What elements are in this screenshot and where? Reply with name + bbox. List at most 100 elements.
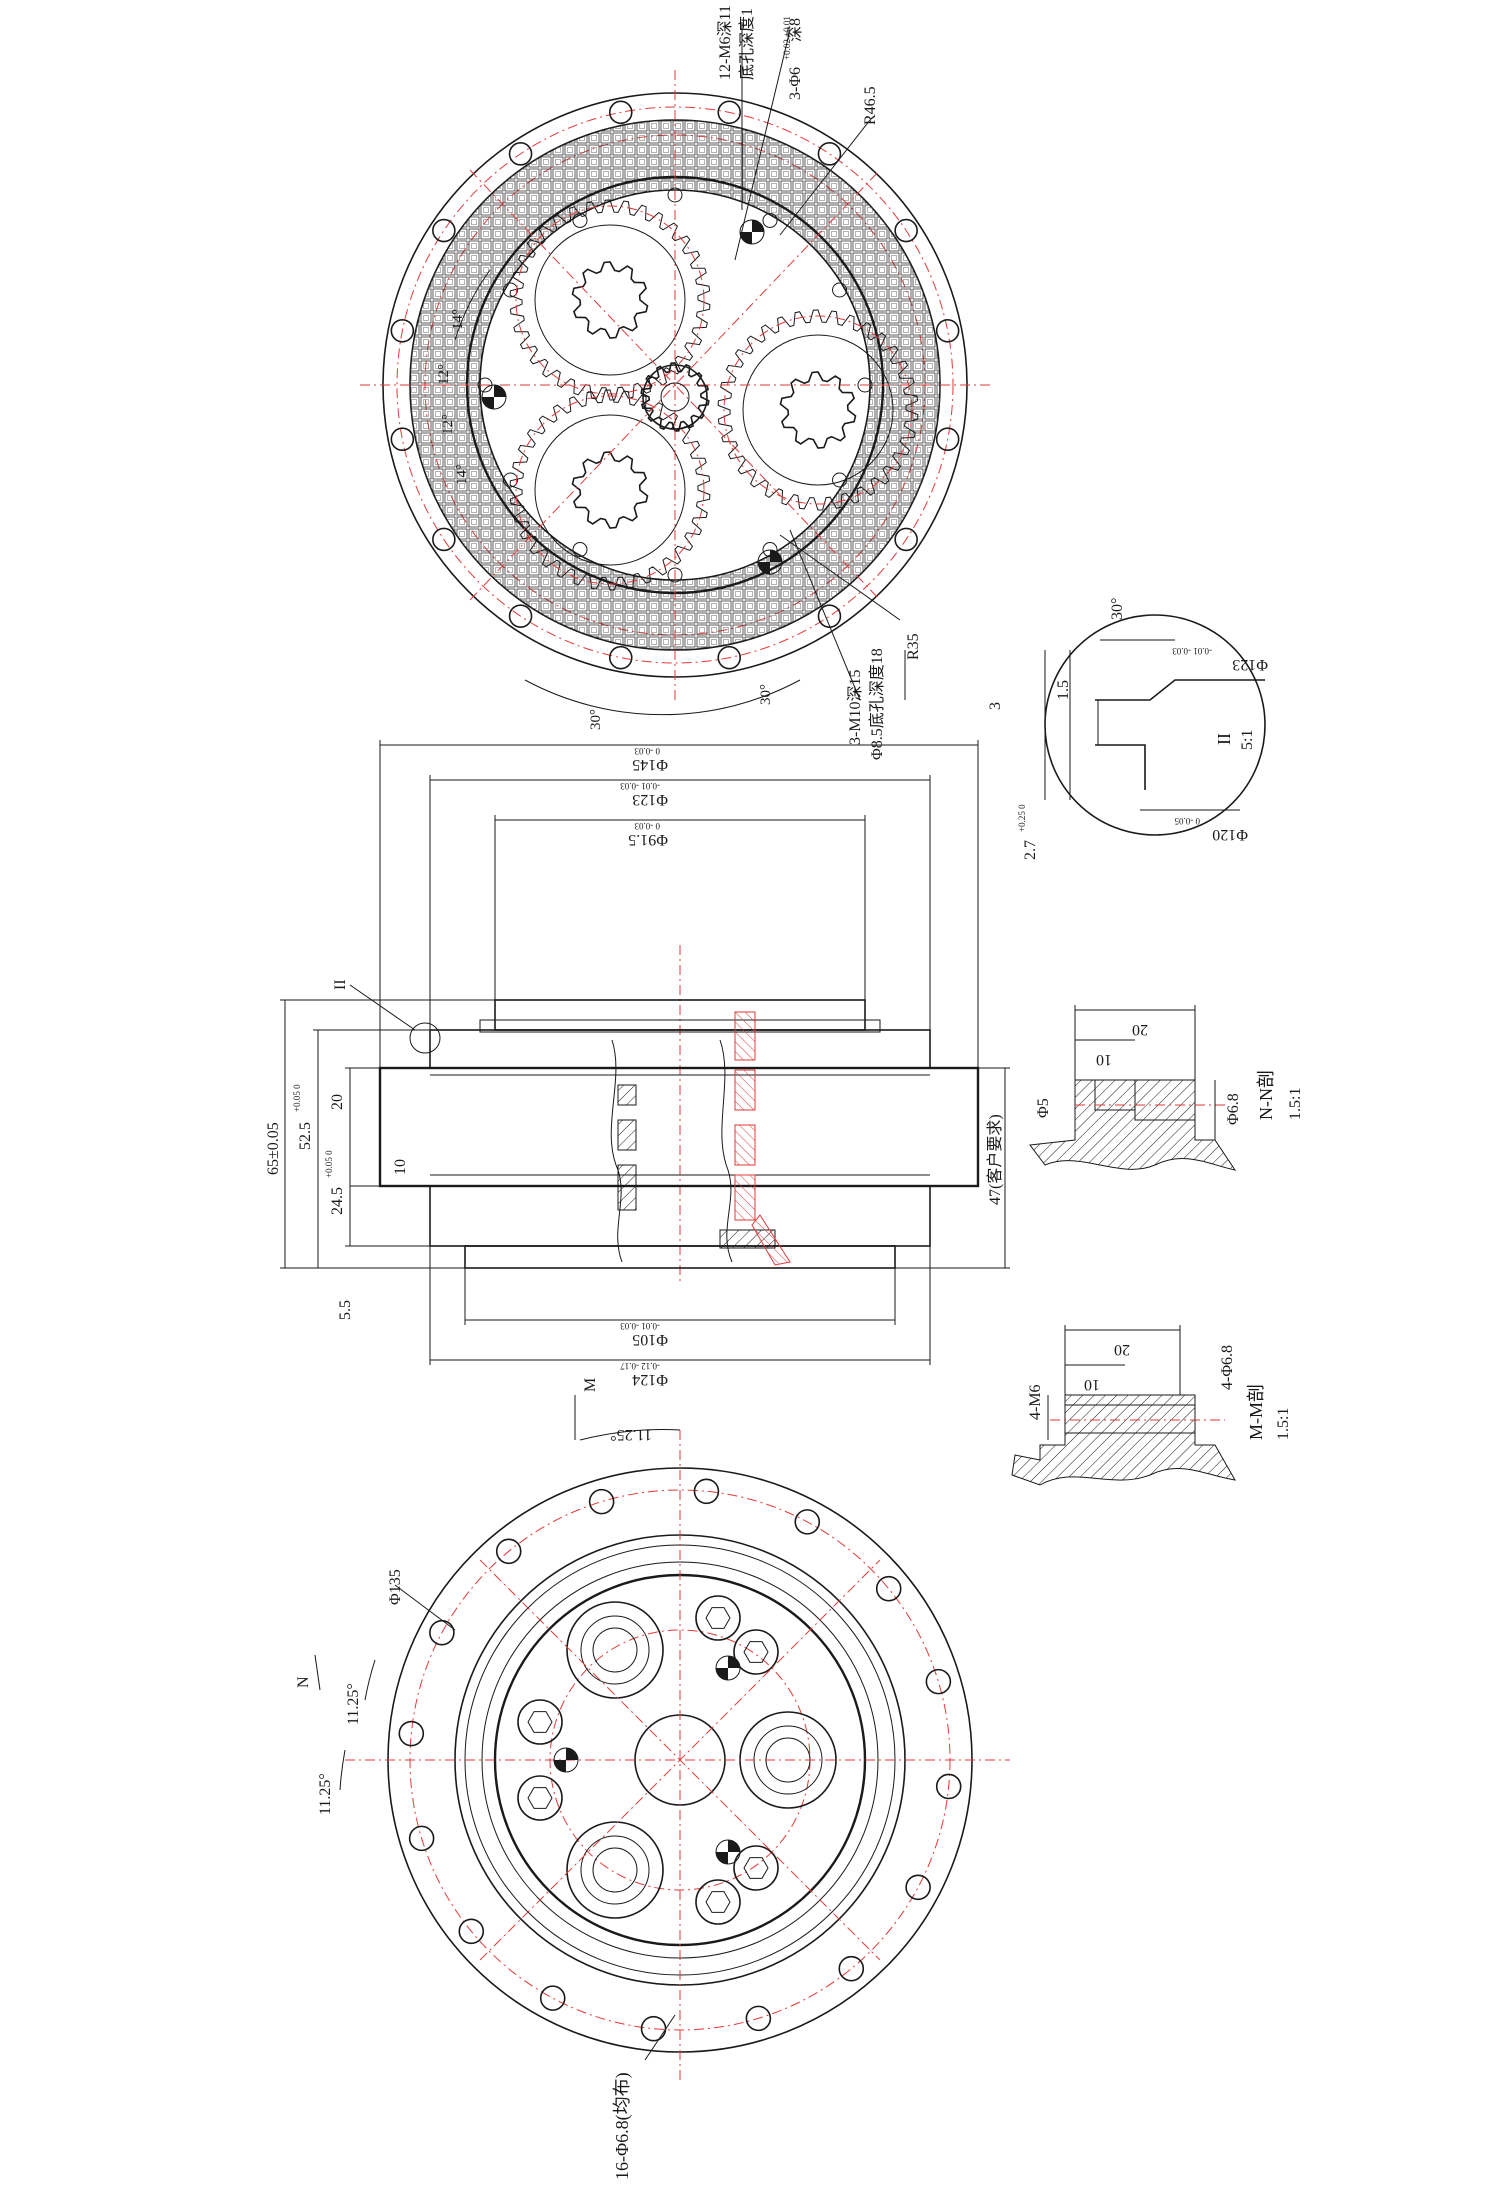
dia-124-tol: -0.12 -0.17 [620, 1361, 660, 1371]
dia-145: Φ145 [632, 756, 668, 773]
planet-spline [571, 451, 649, 529]
top-m6-hole [502, 472, 518, 488]
len-65: 65±0.05 [265, 1122, 282, 1175]
top-bolt-hole [894, 527, 918, 552]
hex-socket [705, 1607, 731, 1629]
callout-m6: 12-M6深11 [716, 5, 734, 80]
detail-dim-15: 1.5 [1055, 680, 1072, 700]
hex-socket [743, 1857, 769, 1879]
detail-dim-3: 3 [987, 702, 1004, 710]
mm-dia-68: 4-Φ6.8 [1219, 1345, 1236, 1390]
top-bolt-hole [894, 218, 918, 243]
detail-angle: 30° [1109, 598, 1126, 620]
bottom-mark-m: M [582, 1378, 599, 1392]
bottom-dia-135: Φ135 [387, 1569, 404, 1605]
callout-m10-sub: Φ8.5底孔深度18 [868, 648, 886, 760]
bottom-bolt-hole [745, 2005, 772, 2032]
angle-14-a: 14° [450, 309, 466, 330]
radius-r465: R46.5 [862, 86, 879, 125]
mm-label: M-M剖 [1246, 1384, 1266, 1440]
top-bolt-hole [717, 100, 742, 125]
hex-bolt-head [733, 1845, 779, 1891]
nn-dia-68: Φ6.8 [1225, 1093, 1242, 1125]
top-m6-hole [667, 187, 683, 203]
top-bolt-hole [817, 604, 842, 628]
section-mm: 20 10 4-M6 4-Φ6.8 M-M剖 1.5:1 [1011, 1325, 1292, 1486]
hex-bolt-head [695, 1879, 741, 1925]
angle-30-b: 30° [588, 709, 604, 730]
top-bolt-hole [608, 100, 633, 125]
top-view: 12-M6深11 底孔深度1 3-Φ6 +0.02 +0.01 深8 R46.5… [360, 5, 990, 760]
callout-m10: 3-M10深15 [846, 669, 864, 745]
detail-ii-marker [409, 1022, 441, 1054]
side-view-dimensions: Φ145 0 -0.03 Φ123 -0.01 -0.03 Φ91.5 0 -0… [265, 740, 1010, 1388]
bottom-bolt-hole [905, 1874, 931, 1901]
top-m6-hole [762, 212, 778, 228]
top-bolt-hole [717, 645, 742, 670]
base-plate [464, 1245, 896, 1269]
angle-30-a: 30° [758, 684, 774, 705]
planet-pitch [723, 315, 913, 505]
top-m6-hole [502, 282, 518, 298]
bottom-bolt-hole [640, 2015, 667, 2042]
top-bolt-hole [508, 142, 533, 166]
angle-12-b: 12° [440, 414, 456, 435]
callout-m6-sub: 底孔深度1 [738, 8, 756, 80]
angle-12-a: 12° [436, 364, 452, 385]
mm-scale: 1.5:1 [1275, 1408, 1292, 1440]
bottom-angle-c: 11.25° [317, 1773, 334, 1815]
dia-124: Φ124 [632, 1371, 668, 1388]
planet-bore [566, 1601, 664, 1699]
top-bolt-holes [390, 100, 960, 670]
planet-gear-hub [534, 414, 686, 566]
dia-105: Φ105 [632, 1331, 668, 1348]
planet-gears [509, 199, 919, 591]
top-m6-hole [832, 472, 848, 488]
len-5: 5.5 [337, 1300, 354, 1320]
detail-ii: 30° 1.5 3 2.7 +0.25 0 Φ123 -0.01 -0.03 Φ… [987, 598, 1268, 860]
planet-gear-hub [534, 224, 686, 376]
top-view-dimensions: 12-M6深11 底孔深度1 3-Φ6 +0.02 +0.01 深8 R46.5… [436, 5, 922, 760]
len-52-tol: +0.05 0 [292, 1084, 302, 1112]
top-bolt-circle [396, 106, 954, 664]
planet-gear [717, 309, 919, 511]
callout-pin-depth: 深8 [786, 18, 804, 42]
bottom-bolt-hole [693, 1478, 720, 1505]
main-housing [378, 1066, 980, 1188]
detail-dim-27: 2.7 [1022, 840, 1039, 860]
bottom-bolt-hole [495, 1538, 522, 1565]
len-52: 52.5 [297, 1122, 314, 1150]
detail-scale: 5:1 [1239, 730, 1256, 750]
bottom-holes-callout: 16-Φ6.8(均布) [612, 2072, 633, 2180]
detail-dia-120-tol: 0 -0.05 [1174, 816, 1200, 826]
hex-socket [705, 1891, 731, 1913]
bottom-view: Φ135 11.25° 11.25° 11.25° M N 16-Φ6.8(均布… [295, 1378, 1010, 2180]
hex-socket [527, 1787, 553, 1809]
bottom-bolt-hole [588, 1488, 615, 1515]
planet-spline [779, 371, 857, 449]
len-47: 47(客户要求) [986, 1114, 1004, 1205]
sun-teeth [640, 362, 710, 432]
top-bolt-hole [390, 318, 415, 343]
planet-spline [571, 261, 649, 339]
sun-gear [642, 364, 708, 430]
len-20: 20 [329, 1094, 346, 1110]
sun-gear-bore [660, 382, 690, 412]
bottom-bolt-hole [398, 1720, 425, 1747]
callout-pin-tol: +0.02 +0.01 [782, 16, 792, 60]
nn-label: N-N剖 [1256, 1070, 1276, 1120]
bottom-view-dimensions: Φ135 11.25° 11.25° 11.25° M N 16-Φ6.8(均布… [295, 1378, 681, 2180]
balance-marks [481, 219, 783, 575]
hex-bolt-head [733, 1629, 779, 1675]
top-m6-hole [857, 377, 873, 393]
nn-dim-10: 10 [1096, 1051, 1112, 1068]
dia-105-tol: -0.01 -0.03 [620, 1321, 660, 1331]
side-view: Φ145 0 -0.03 Φ123 -0.01 -0.03 Φ91.5 0 -0… [265, 740, 1010, 1388]
detail-dia-123: Φ123 [1232, 656, 1268, 673]
planet-bore [566, 1821, 664, 1919]
callout-pin: 3-Φ6 [787, 67, 804, 100]
bottom-mark-n: N [295, 1676, 312, 1688]
dia-123: Φ123 [632, 791, 668, 808]
detail-label: II [1214, 733, 1234, 745]
bottom-planet-bores [517, 1595, 837, 1925]
